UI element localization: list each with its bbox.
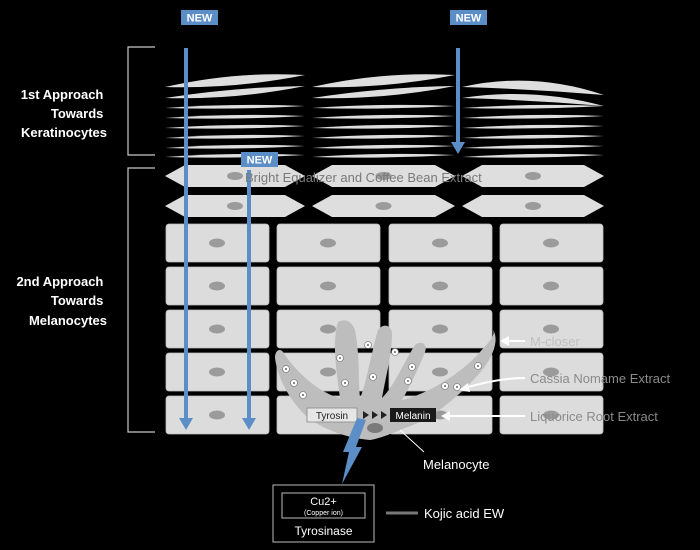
keratin-flake [462,93,604,106]
cell-nucleus [432,367,448,377]
cell-nucleus [375,172,392,180]
arrow-middle-head [242,418,256,430]
keratin-flake [312,134,455,139]
cassia-label: Cassia Nomame Extract [530,371,671,386]
new-badge-middle [241,152,278,167]
keratin-flake [165,74,305,88]
keratin-flake [462,144,604,149]
cell-nucleus [543,367,559,377]
tyrosinase-label: Tyrosinase [294,524,352,538]
cell-nucleus [432,238,448,248]
stratum-corneum-flakes [165,74,604,158]
cell-nucleus [209,238,225,248]
cell-nucleus [209,367,225,377]
lightning-bolt-icon [342,418,366,484]
liquorice-label: Liquorice Root Extract [530,409,658,424]
melanin-label: Melanin [395,411,430,422]
keratin-flake [312,114,455,119]
cell-nucleus [525,172,541,180]
keratin-flake [165,104,305,109]
keratin-flake [462,153,604,158]
cell-nucleus [227,202,243,210]
callout-m-closer [500,336,525,346]
new-arrows [179,48,465,430]
bracket-approach2 [127,167,155,433]
approach1-label: 1st Approach Towards Keratinocytes [21,87,107,140]
melanosome-granules [282,341,482,399]
approach2-label: 2nd Approach Towards Melanocytes [16,274,107,328]
keratin-flake [165,124,305,129]
spinous-cell-layer [165,165,604,217]
keratin-flake [312,74,455,88]
bright-equalizer-label: Bright Equalizer and Coffee Bean Extract [245,170,482,185]
cell-nucleus [525,202,541,210]
keratin-flake [312,86,455,99]
cell-nucleus [209,324,225,334]
cu2-box [281,492,366,519]
keratin-flake [165,144,305,149]
new-badge-left-text: NEW [187,13,213,25]
melanin-box [390,408,436,422]
cell-nucleus [543,238,559,248]
keratin-flake [312,104,455,109]
tyrosin-label: Tyrosin [316,411,348,422]
cell-nucleus [227,172,243,180]
bracket-approach1 [127,46,155,156]
cell-nucleus [432,281,448,291]
keratin-flake [462,80,604,95]
keratin-flake [462,124,604,129]
callout-cassia [459,377,526,392]
cell-nucleus [543,410,559,420]
arrow-right-head [451,142,465,154]
cell-nucleus [209,281,225,291]
keratin-flake [165,134,305,139]
keratin-flake [165,114,305,119]
new-badge-right [450,10,487,25]
cell-nucleus [543,324,559,334]
cell-nucleus [320,238,336,248]
cell-nucleus [209,410,225,420]
new-badge-middle-text: NEW [247,155,273,167]
keratin-flake [312,153,455,158]
keratin-flake [165,86,305,99]
keratin-flake [312,144,455,149]
new-badge-right-text: NEW [456,13,482,25]
cell-nucleus [375,202,392,210]
cell-nucleus [320,324,336,334]
arrow-left-head [179,418,193,430]
cell-nucleus [320,367,336,377]
keratin-flake [312,124,455,129]
keratin-flake [462,114,604,119]
copper-ion-label: (Copper ion) [304,510,343,517]
keratin-flake [462,134,604,139]
cell-nucleus [320,281,336,291]
melanocyte-leader [399,429,425,453]
melanocyte-label: Melanocyte [423,457,489,472]
tyrosin-box [306,407,358,423]
cell-nucleus [432,324,448,334]
cu2-label: Cu2+ [310,496,337,508]
m-closer-label: M-closer [530,334,581,349]
new-badge-left [181,10,218,25]
callout-liquorice [441,411,525,421]
kojic-acid-label: Kojic acid EW [424,506,505,521]
conversion-arrows [363,411,387,419]
keratin-flake [462,104,604,109]
cell-nucleus [543,281,559,291]
